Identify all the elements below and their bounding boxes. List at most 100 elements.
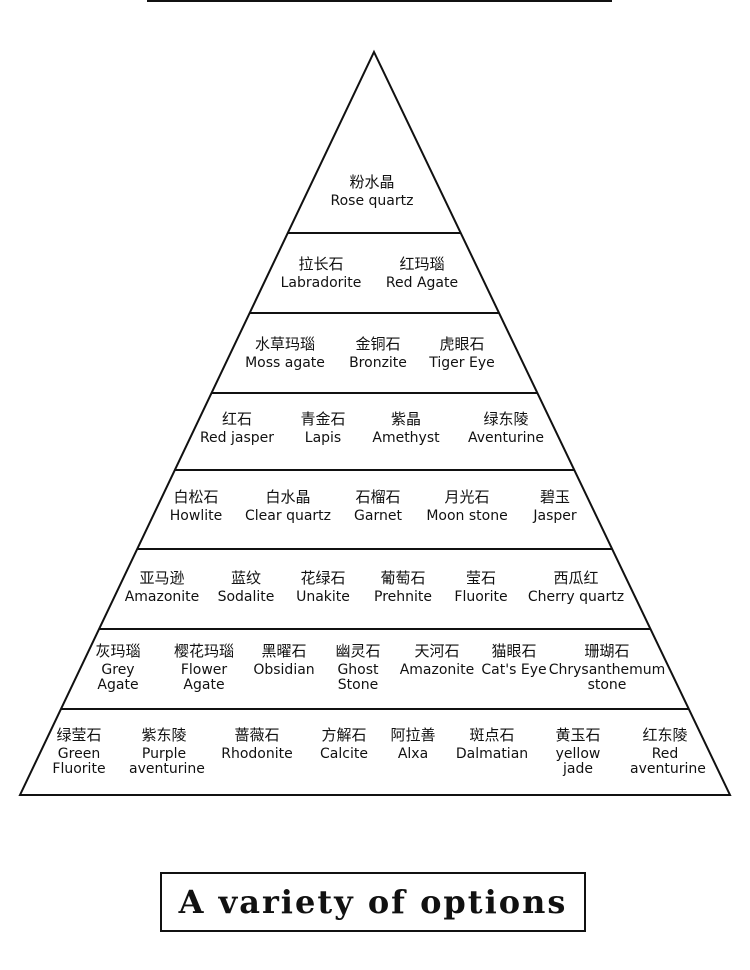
stone-name-english: Bronzite: [349, 354, 407, 371]
top-divider-line: [147, 0, 612, 2]
stone-name-chinese: 蓝纹: [230, 569, 261, 587]
stone-name-english: Ghost Stone: [337, 661, 379, 694]
stone-name-chinese: 青金石: [300, 410, 346, 428]
stone-name-english: Amazonite: [124, 588, 200, 605]
stone-name-english: Red Agate: [385, 274, 459, 291]
stone-name-english: Grey Agate: [97, 661, 139, 694]
stone-name-english: Fluorite: [454, 588, 508, 605]
stone-name-chinese: 水草玛瑙: [254, 335, 315, 353]
stone-name-english: Prehnite: [374, 588, 432, 605]
stone-name-chinese: 葡萄石: [380, 569, 426, 587]
stone-name-english: Jasper: [533, 507, 577, 524]
stone-name-chinese: 猫眼石: [491, 642, 537, 660]
stone-name-chinese: 幽灵石: [335, 642, 381, 660]
stone-name-english: Cat's Eye: [481, 661, 547, 678]
stone-name-chinese: 灰玛瑙: [95, 642, 141, 660]
stone-name-chinese: 绿东陵: [483, 410, 529, 428]
stone-name-chinese: 红石: [221, 410, 253, 428]
stone-name-chinese: 白水晶: [265, 488, 311, 506]
stone-name-chinese: 黄玉石: [555, 726, 601, 744]
stone-name-chinese: 方解石: [321, 726, 367, 744]
stone-name-english: Red jasper: [199, 429, 275, 446]
stone-name-chinese: 紫晶: [390, 410, 422, 428]
options-banner-text: A variety of options: [178, 883, 568, 921]
stone-name-english: Obsidian: [253, 661, 315, 678]
stone-name-chinese: 白松石: [173, 488, 219, 506]
stone-name-chinese: 珊瑚石: [584, 642, 630, 660]
stone-name-english: Lapis: [304, 429, 342, 446]
stone-name-english: Garnet: [354, 507, 402, 524]
stone-name-english: Red aventurine: [630, 745, 706, 778]
stone-name-english: Unakite: [296, 588, 350, 605]
stone-name-chinese: 西瓜红: [553, 569, 599, 587]
stone-name-english: Rose quartz: [330, 192, 414, 209]
stone-name-english: Clear quartz: [245, 507, 331, 524]
stone-name-english: Amazonite: [399, 661, 475, 678]
stone-name-chinese: 樱花玛瑙: [173, 642, 234, 660]
stone-name-chinese: 绿莹石: [56, 726, 102, 744]
stone-name-english: Labradorite: [280, 274, 362, 291]
stone-name-chinese: 亚马逊: [139, 569, 185, 587]
stone-pyramid: [18, 49, 732, 796]
stone-name-chinese: 金铜石: [355, 335, 401, 353]
stone-name-english: Alxa: [397, 745, 429, 762]
stone-name-english: Calcite: [320, 745, 368, 762]
stone-name-chinese: 石榴石: [355, 488, 401, 506]
stone-name-english: Cherry quartz: [527, 588, 625, 605]
stone-name-chinese: 紫东陵: [141, 726, 187, 744]
stone-name-english: Chrysanthemum stone: [548, 661, 666, 694]
stone-name-chinese: 黑曜石: [261, 642, 307, 660]
stone-name-english: yellow jade: [555, 745, 601, 778]
stone-name-english: Howlite: [169, 507, 223, 524]
stone-name-english: Flower Agate: [180, 661, 228, 694]
stone-name-chinese: 虎眼石: [439, 335, 485, 353]
options-banner: A variety of options: [160, 872, 586, 932]
stone-name-chinese: 碧玉: [539, 488, 571, 506]
stone-name-chinese: 蔷薇石: [234, 726, 280, 744]
stone-name-chinese: 粉水晶: [349, 173, 395, 191]
stone-name-english: Amethyst: [372, 429, 440, 446]
stone-name-chinese: 天河石: [414, 642, 460, 660]
pyramid-outline: [18, 49, 732, 796]
stone-name-english: Sodalite: [217, 588, 275, 605]
stone-name-english: Dalmatian: [455, 745, 529, 762]
stone-name-chinese: 月光石: [444, 488, 490, 506]
stone-name-chinese: 阿拉善: [390, 726, 436, 744]
stone-name-english: Purple aventurine: [129, 745, 205, 778]
stone-name-chinese: 红玛瑙: [399, 255, 445, 273]
stone-name-chinese: 莹石: [465, 569, 497, 587]
stone-name-english: Aventurine: [467, 429, 545, 446]
